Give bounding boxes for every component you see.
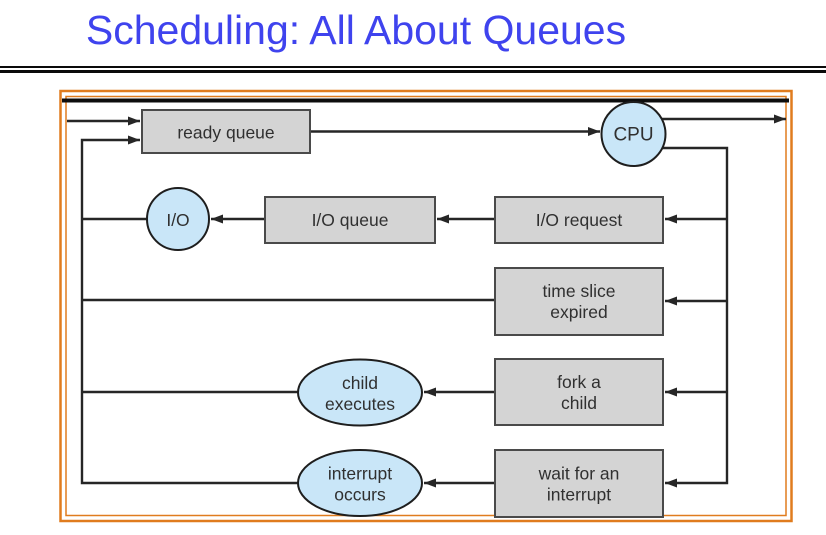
node-interrupt-occurs-label-line1: interrupt bbox=[328, 464, 392, 484]
node-io-queue-label: I/O queue bbox=[312, 210, 389, 230]
node-cpu-label: CPU bbox=[613, 125, 653, 146]
node-wait-for-an-interrupt bbox=[494, 449, 664, 518]
node-wait-for-an-interrupt-label-line2: interrupt bbox=[547, 485, 611, 505]
node-time-slice-expired bbox=[494, 267, 664, 336]
node-ready-queue bbox=[141, 109, 311, 154]
node-io-label: I/O bbox=[166, 210, 189, 230]
diagram-frame-inner bbox=[65, 95, 787, 517]
diagram-frame-outer bbox=[59, 89, 793, 523]
node-io bbox=[146, 187, 210, 251]
node-ready-queue-label: ready queue bbox=[177, 123, 274, 143]
node-fork-a-child bbox=[494, 358, 664, 426]
node-child-executes bbox=[297, 358, 423, 427]
node-interrupt-occurs bbox=[297, 449, 423, 517]
node-child-executes-label-line1: child bbox=[342, 373, 378, 393]
node-cpu bbox=[600, 101, 667, 167]
node-io-queue bbox=[264, 196, 436, 244]
node-fork-a-child-label-line1: fork a bbox=[557, 372, 601, 392]
node-wait-for-an-interrupt-label-line1: wait for an bbox=[538, 464, 620, 484]
node-child-executes-label-line2: executes bbox=[325, 394, 395, 414]
slide-title: Scheduling: All About Queues bbox=[85, 7, 627, 53]
node-io-request bbox=[494, 196, 664, 244]
left-loop-return-arrow bbox=[80, 135, 298, 485]
node-time-slice-expired-label-line1: time slice bbox=[543, 281, 616, 301]
node-fork-a-child-label-line2: child bbox=[561, 393, 597, 413]
node-time-slice-expired-label-line2: expired bbox=[550, 302, 607, 322]
title-divider bbox=[0, 66, 826, 73]
node-io-request-label: I/O request bbox=[536, 210, 623, 230]
cpu-to-wait-interrupt-arrow bbox=[662, 146, 729, 488]
node-interrupt-occurs-label-line2: occurs bbox=[334, 485, 386, 505]
